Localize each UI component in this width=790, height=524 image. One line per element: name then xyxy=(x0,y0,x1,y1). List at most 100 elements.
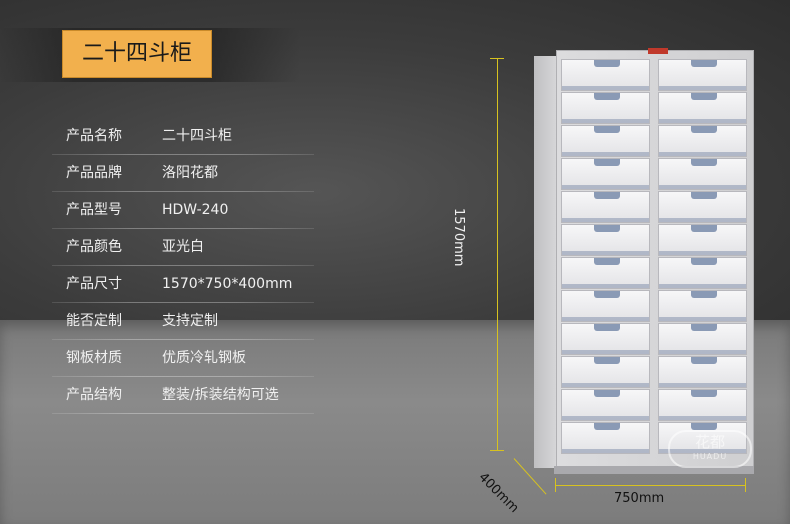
spec-table: 产品名称 二十四斗柜 产品品牌 洛阳花都 产品型号 HDW-240 产品颜色 亚… xyxy=(52,118,314,414)
drawer-label-slot xyxy=(659,250,746,255)
drawer-label-slot xyxy=(562,349,649,354)
height-dimension-cap-top xyxy=(490,58,504,59)
spec-row: 产品结构 整装/拆装结构可选 xyxy=(52,377,314,414)
cabinet-drawer xyxy=(561,158,650,190)
spec-label: 能否定制 xyxy=(66,313,122,329)
drawer-handle xyxy=(594,324,620,331)
drawer-handle xyxy=(594,126,620,133)
spec-value: HDW-240 xyxy=(162,202,229,218)
drawer-handle xyxy=(594,93,620,100)
width-dimension-label: 750mm xyxy=(614,491,665,506)
drawer-label-slot xyxy=(659,316,746,321)
drawer-label-slot xyxy=(659,85,746,90)
drawer-handle xyxy=(691,291,717,298)
cabinet-drawer xyxy=(561,224,650,256)
drawer-label-slot xyxy=(562,217,649,222)
spec-label: 钢板材质 xyxy=(66,350,122,366)
drawer-label-slot xyxy=(562,85,649,90)
drawer-handle xyxy=(691,423,717,430)
drawer-label-slot xyxy=(659,415,746,420)
drawer-handle xyxy=(691,159,717,166)
cabinet-front-panel xyxy=(556,50,754,472)
watermark-main-text: 花都 xyxy=(694,433,725,451)
drawer-label-slot xyxy=(562,184,649,189)
cabinet-drawer xyxy=(561,59,650,91)
drawer-handle xyxy=(691,192,717,199)
drawer-label-slot xyxy=(659,118,746,123)
title-banner: 二十四斗柜 xyxy=(62,30,212,78)
cabinet-drawer xyxy=(561,389,650,421)
drawer-handle xyxy=(691,324,717,331)
drawer-label-slot xyxy=(562,316,649,321)
drawer-label-slot xyxy=(562,250,649,255)
spec-row: 产品型号 HDW-240 xyxy=(52,192,314,229)
drawer-label-slot xyxy=(562,382,649,387)
spec-row: 产品颜色 亚光白 xyxy=(52,229,314,266)
drawer-label-slot xyxy=(659,349,746,354)
drawer-column-right xyxy=(658,59,747,455)
cabinet-drawer xyxy=(658,356,747,388)
cabinet-drawer xyxy=(658,323,747,355)
drawer-label-slot xyxy=(659,151,746,156)
drawer-label-slot xyxy=(659,382,746,387)
spec-label: 产品颜色 xyxy=(66,239,122,255)
drawer-handle xyxy=(691,225,717,232)
spec-value: 支持定制 xyxy=(162,313,218,329)
height-dimension-label: 1570mm xyxy=(451,208,466,267)
drawer-label-slot xyxy=(562,283,649,288)
drawer-handle xyxy=(594,258,620,265)
cabinet-drawer xyxy=(561,422,650,454)
spec-value: 洛阳花都 xyxy=(162,165,218,181)
cabinet-drawer xyxy=(561,257,650,289)
drawer-handle xyxy=(594,357,620,364)
cabinet-drawer xyxy=(561,191,650,223)
cabinet-drawer xyxy=(658,389,747,421)
width-dimension-cap-left xyxy=(555,478,556,492)
drawer-label-slot xyxy=(562,151,649,156)
spec-row: 产品名称 二十四斗柜 xyxy=(52,118,314,155)
drawer-handle xyxy=(594,291,620,298)
cabinet-drawer xyxy=(561,356,650,388)
spec-row: 产品尺寸 1570*750*400mm xyxy=(52,266,314,303)
drawer-label-slot xyxy=(659,217,746,222)
drawer-handle xyxy=(691,93,717,100)
cabinet-drawer xyxy=(561,290,650,322)
drawer-handle xyxy=(691,390,717,397)
drawer-handle xyxy=(594,192,620,199)
spec-row: 能否定制 支持定制 xyxy=(52,303,314,340)
cabinet-drawer xyxy=(658,158,747,190)
cabinet-drawer xyxy=(658,59,747,91)
spec-label: 产品型号 xyxy=(66,202,122,218)
spec-value: 整装/拆装结构可选 xyxy=(162,387,279,403)
cabinet-drawer xyxy=(658,257,747,289)
spec-value: 亚光白 xyxy=(162,239,204,255)
drawer-handle xyxy=(691,126,717,133)
spec-label: 产品结构 xyxy=(66,387,122,403)
spec-label: 产品名称 xyxy=(66,128,122,144)
cabinet-drawer xyxy=(658,191,747,223)
drawer-handle xyxy=(594,159,620,166)
spec-value: 二十四斗柜 xyxy=(162,128,232,144)
drawer-handle xyxy=(594,225,620,232)
drawer-handle xyxy=(594,390,620,397)
drawer-label-slot xyxy=(562,448,649,453)
spec-label: 产品尺寸 xyxy=(66,276,122,292)
cabinet-image xyxy=(534,50,754,474)
drawer-handle xyxy=(691,60,717,67)
page-title: 二十四斗柜 xyxy=(81,41,192,66)
cabinet-drawer xyxy=(658,224,747,256)
spec-row: 钢板材质 优质冷轧钢板 xyxy=(52,340,314,377)
height-dimension-cap-bottom xyxy=(490,450,504,451)
cabinet-drawer xyxy=(561,92,650,124)
cabinet-brand-plate xyxy=(648,48,668,54)
cabinet-drawer xyxy=(658,92,747,124)
drawer-handle xyxy=(594,423,620,430)
spec-row: 产品品牌 洛阳花都 xyxy=(52,155,314,192)
spec-value: 优质冷轧钢板 xyxy=(162,350,246,366)
drawer-label-slot xyxy=(659,184,746,189)
drawer-handle xyxy=(594,60,620,67)
watermark-sub-text: HUADU xyxy=(692,452,728,461)
brand-watermark: 花都 HUADU xyxy=(668,430,752,468)
drawer-label-slot xyxy=(562,118,649,123)
height-dimension-line xyxy=(497,58,498,450)
